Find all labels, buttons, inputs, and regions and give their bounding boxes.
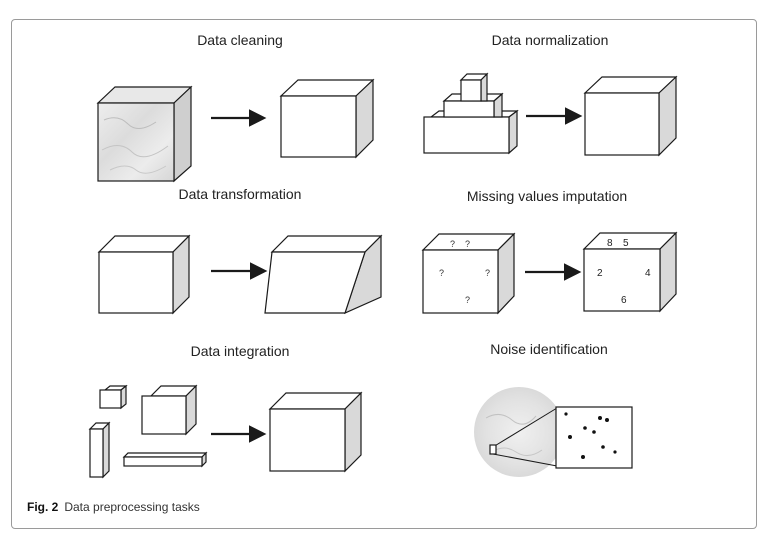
panel-title-normalization: Data normalization [491, 32, 609, 48]
panel-title-transformation: Data transformation [178, 186, 302, 202]
noise-point [613, 450, 617, 454]
imputed-cube [582, 231, 678, 313]
medium-cube [141, 384, 198, 436]
noise-point [598, 416, 602, 420]
original-cube [97, 234, 191, 315]
small-cube [99, 384, 128, 410]
panel-title-cleaning: Data cleaning [197, 32, 283, 48]
noise-point [605, 418, 609, 422]
figure-label: Fig. 2 [27, 500, 59, 514]
noise-point [601, 445, 605, 449]
panel-title-imputation: Missing values imputation [466, 188, 628, 204]
dirty-data-cube [96, 85, 193, 183]
stacked-blocks [423, 72, 519, 155]
noise-point [581, 455, 585, 459]
zoom-callout [489, 407, 558, 467]
missing-mark: ? [439, 268, 444, 278]
missing-marks: ? ? ? ? ? [439, 239, 490, 305]
missing-mark: ? [465, 295, 470, 305]
missing-mark: ? [465, 239, 470, 249]
panel-title-noise: Noise identification [490, 341, 608, 357]
transformed-prism [264, 234, 383, 315]
noise-point [564, 412, 568, 416]
imputed-values: 8 5 2 4 6 [597, 238, 651, 306]
missing-mark: ? [485, 268, 490, 278]
figure-caption-text: Data preprocessing tasks [64, 500, 200, 514]
noise-point [568, 435, 572, 439]
figure-caption: Fig. 2 Data preprocessing tasks [27, 500, 200, 514]
noise-point [583, 426, 587, 430]
missing-values-cube [421, 232, 516, 315]
imputed-value: 6 [621, 295, 627, 306]
imputed-value: 8 [607, 238, 613, 249]
imputed-value: 2 [597, 268, 603, 279]
flat-bar [122, 451, 208, 468]
data-sphere [474, 387, 564, 477]
panel-title-integration: Data integration [190, 343, 290, 359]
noise-point [592, 430, 596, 434]
imputed-value: 4 [645, 268, 651, 279]
missing-mark: ? [450, 239, 455, 249]
figure-frame [11, 19, 757, 529]
imputed-value: 5 [623, 238, 629, 249]
noise-detail-box [555, 406, 633, 469]
tall-bar [88, 421, 111, 479]
normalized-cube [583, 75, 678, 157]
integrated-cube [268, 391, 363, 473]
noise-points [564, 412, 617, 459]
clean-data-cube [279, 78, 375, 159]
